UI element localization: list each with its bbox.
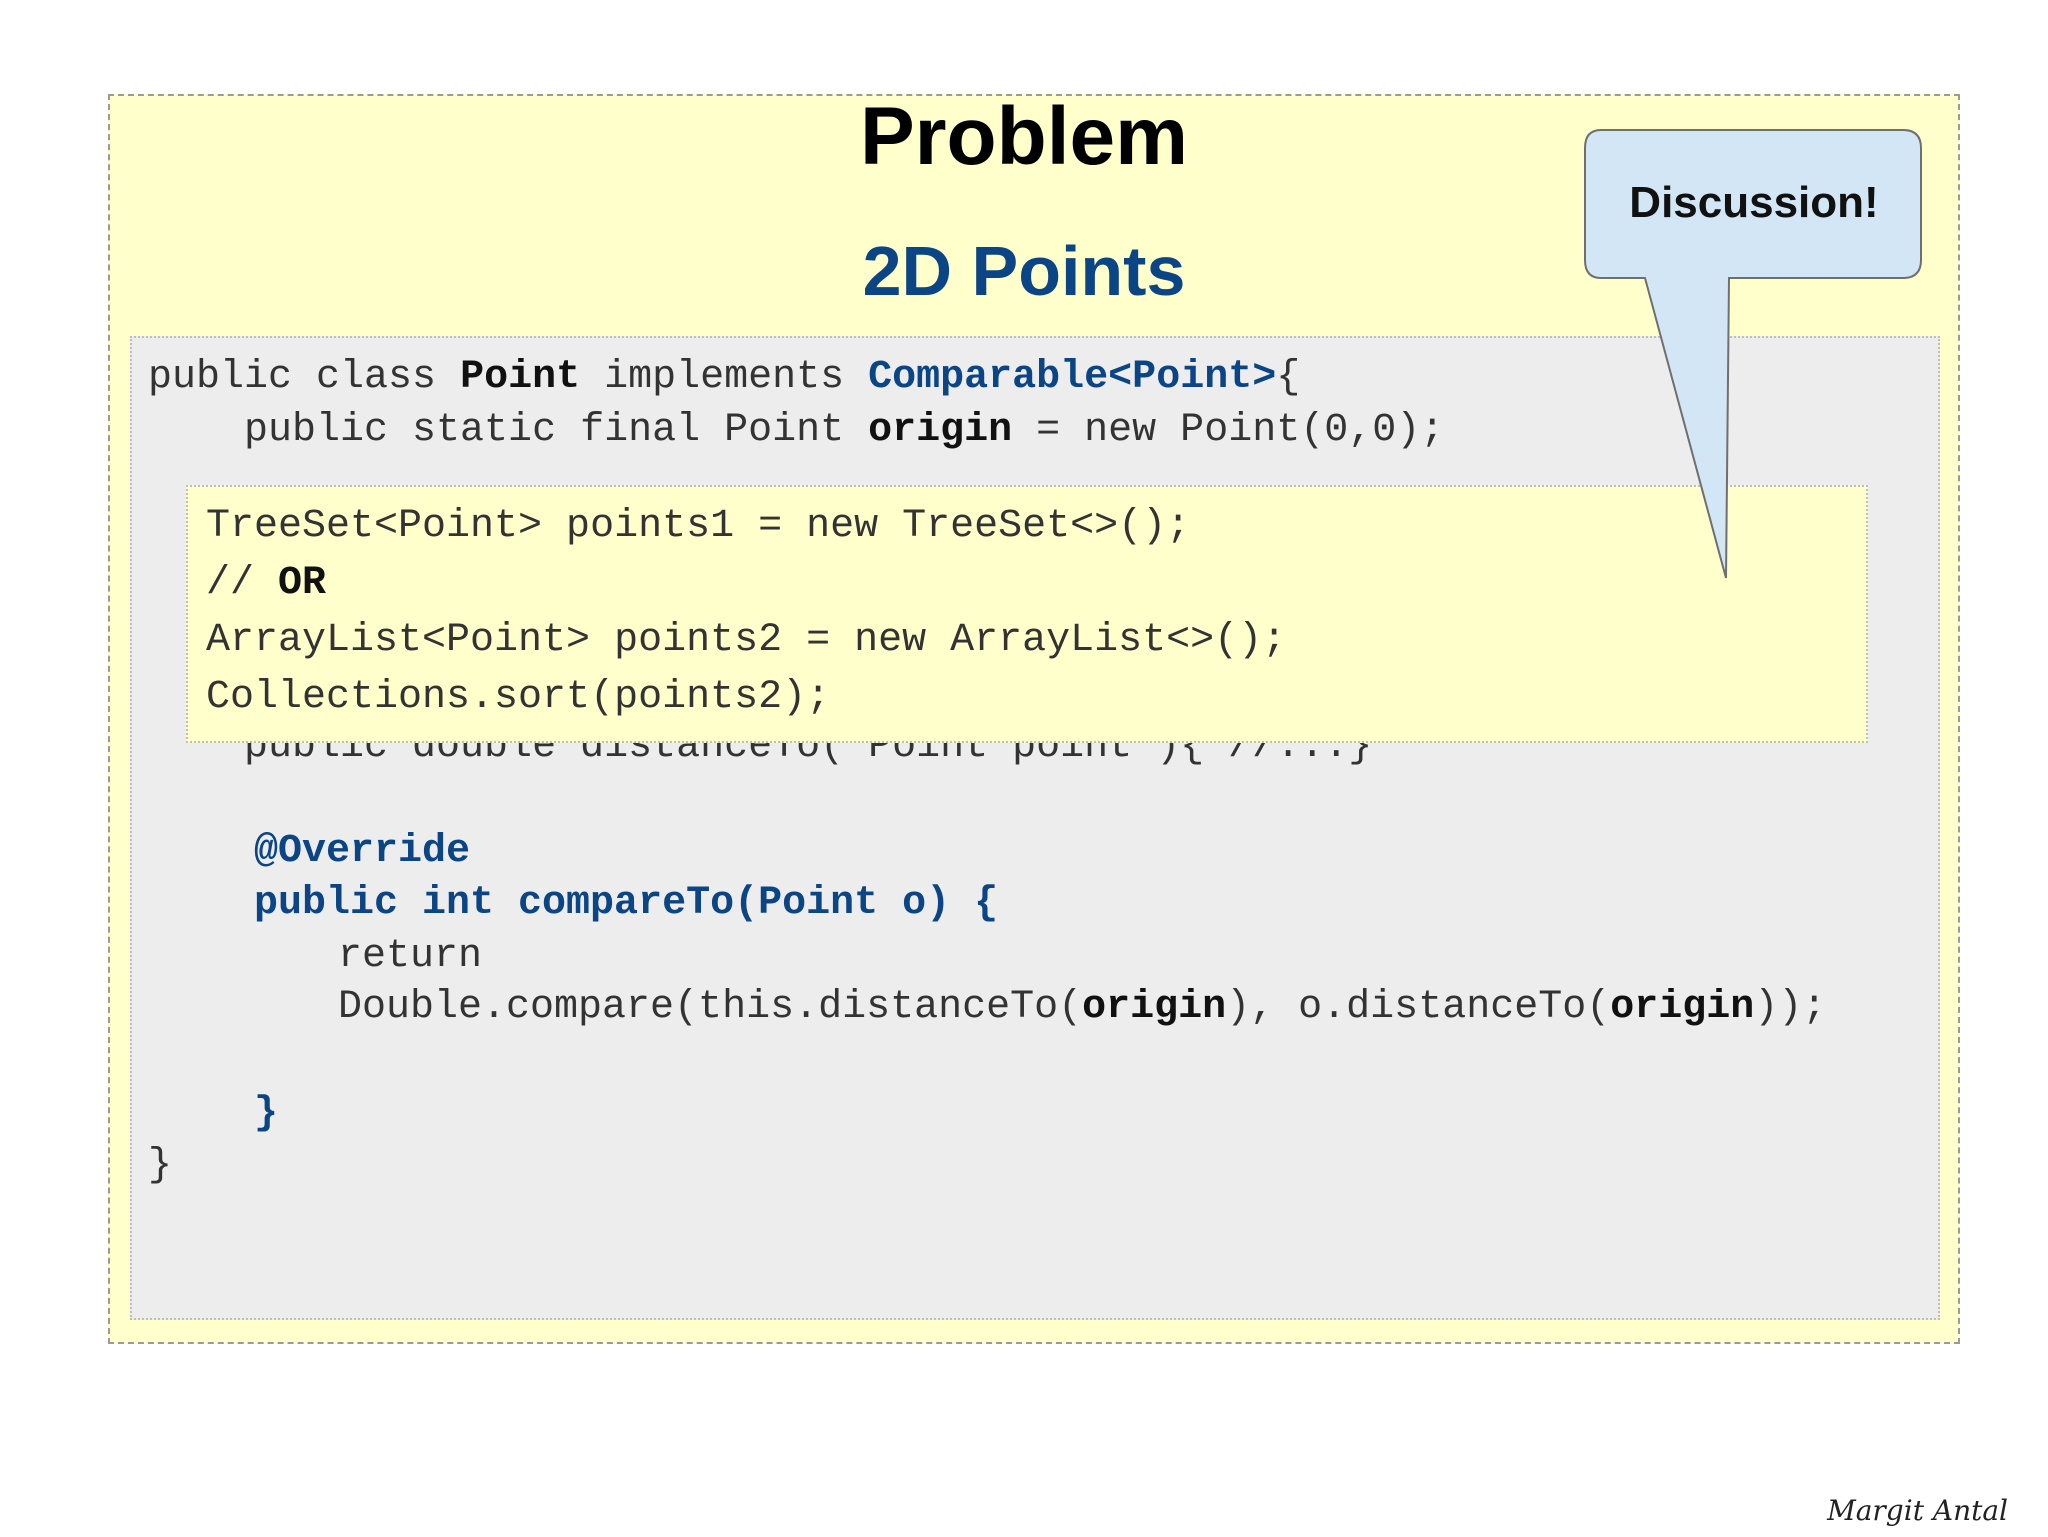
code-line-override-annotation: @Override (254, 829, 471, 874)
code-line-method-close: } (254, 1091, 279, 1136)
popup-line-or: // OR (206, 564, 326, 604)
code-token: = new Point(0,0); (1012, 408, 1445, 453)
code-token: public static final Point (148, 408, 869, 453)
popup-line-arraylist: ArrayList<Point> points2 = new ArrayList… (206, 618, 1287, 663)
discussion-callout (1584, 129, 1922, 579)
code-token-class-name: Point (460, 355, 581, 400)
code-line-compare-signature: public int compareTo(Point o) { (254, 881, 999, 926)
code-token: public class (148, 355, 461, 400)
code-line-class-declaration: public class Point implements Comparable… (148, 358, 1300, 398)
code-line-return: return (338, 934, 483, 979)
collections-popup: TreeSet<Point> points1 = new TreeSet<>()… (186, 485, 1868, 743)
code-token-or: OR (278, 561, 327, 606)
code-line-origin-field: public static final Point origin = new P… (148, 411, 1444, 451)
code-token-origin: origin (1610, 985, 1755, 1030)
code-token-interface: Comparable<Point> (868, 355, 1277, 400)
code-token: )); (1754, 985, 1827, 1030)
code-line-class-close: } (148, 1143, 173, 1188)
code-token: ), o.distanceTo( (1226, 985, 1611, 1030)
code-token: // (206, 561, 279, 606)
code-token-origin: origin (1082, 985, 1227, 1030)
code-token: { (1276, 355, 1301, 400)
popup-line-treeset: TreeSet<Point> points1 = new TreeSet<>()… (206, 504, 1191, 549)
code-token: Double.compare(this.distanceTo( (338, 985, 1083, 1030)
code-line-double-compare: Double.compare(this.distanceTo(origin), … (338, 988, 1826, 1028)
slide-title: Problem (859, 91, 1189, 182)
callout-label: Discussion! (1629, 178, 1879, 227)
code-token-origin: origin (868, 408, 1013, 453)
author-signature: Margit Antal (1827, 1494, 2008, 1527)
slide-subtitle: 2D Points (862, 232, 1186, 310)
popup-line-sort: Collections.sort(points2); (206, 675, 831, 720)
code-token: implements (580, 355, 869, 400)
